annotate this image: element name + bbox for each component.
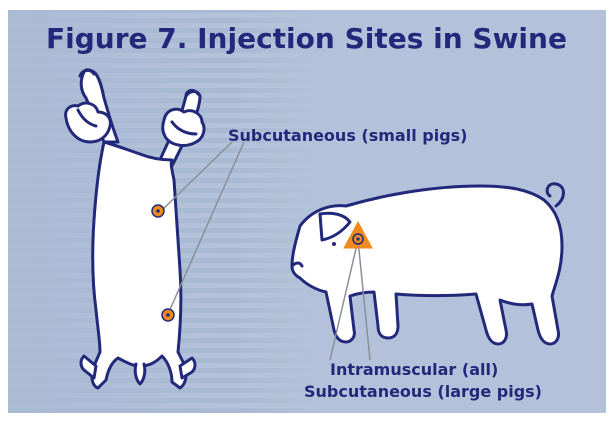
held-pig-illustration bbox=[66, 70, 204, 388]
label-intramuscular-all: Intramuscular (all) bbox=[330, 360, 498, 379]
label-subcutaneous-large-pigs: Subcutaneous (large pigs) bbox=[304, 382, 542, 401]
label-subcutaneous-small-pigs: Subcutaneous (small pigs) bbox=[228, 126, 467, 145]
injection-site-lower bbox=[162, 309, 174, 321]
standing-pig-illustration bbox=[292, 184, 564, 344]
injection-site-upper bbox=[152, 205, 164, 217]
